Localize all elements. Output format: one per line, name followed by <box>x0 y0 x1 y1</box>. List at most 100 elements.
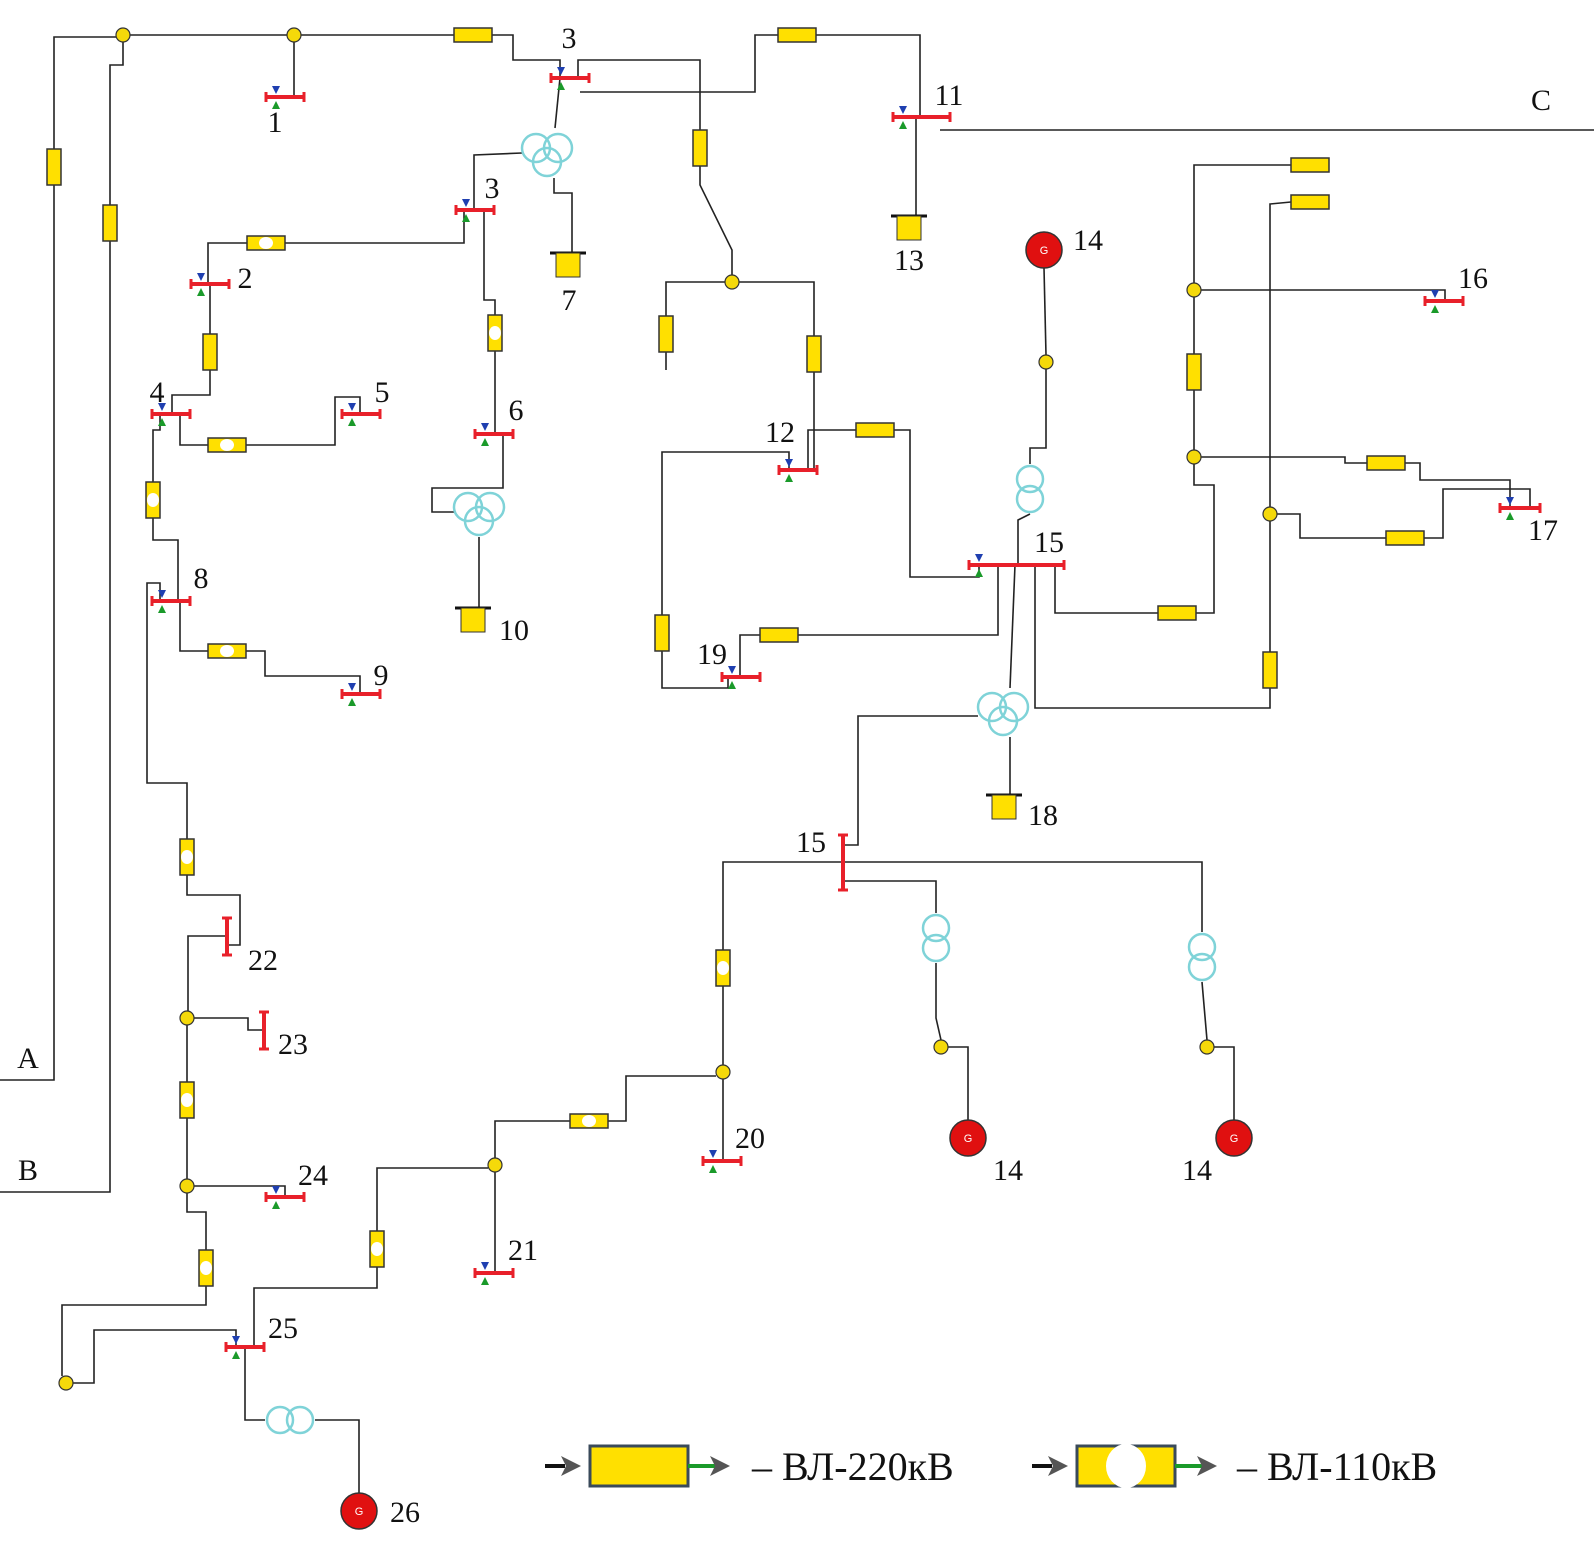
incoming-arrow-icon <box>481 423 489 431</box>
junction-node <box>1262 506 1278 522</box>
wire-line <box>1193 164 1291 283</box>
line-220kv <box>777 27 817 43</box>
legend-input-arrow-icon <box>1048 1456 1068 1476</box>
incoming-arrow-icon <box>158 590 166 598</box>
wire-line <box>1201 456 1367 464</box>
winding <box>921 933 951 963</box>
outgoing-arrow-icon <box>348 698 356 706</box>
outgoing-arrow-icon <box>272 101 280 109</box>
wire-line <box>816 34 921 117</box>
outgoing-arrow-icon <box>709 1165 717 1173</box>
generator-icon <box>949 1119 987 1157</box>
outgoing-arrow-icon <box>481 1277 489 1285</box>
wire-line <box>73 1329 237 1384</box>
node-label: 18 <box>1028 799 1058 832</box>
wire-line <box>473 152 523 210</box>
junction-node <box>1038 354 1054 370</box>
junction-node <box>487 1157 503 1173</box>
outgoing-arrow-icon <box>481 438 489 446</box>
node-label: 26 <box>390 1496 420 1529</box>
junction-node <box>179 1178 195 1194</box>
line-220kv <box>1157 605 1197 621</box>
node-label: 6 <box>509 394 524 427</box>
incoming-arrow-icon <box>709 1150 717 1158</box>
edge-label: B <box>18 1154 38 1187</box>
wire-line <box>1201 981 1208 1041</box>
wire-line <box>665 281 725 316</box>
wire-line <box>608 1075 716 1122</box>
node-label: 5 <box>375 376 390 409</box>
winding <box>265 1405 295 1435</box>
legend-input-arrow-icon <box>561 1456 581 1476</box>
node-label: 14 <box>1073 224 1103 257</box>
load-icon <box>896 215 922 241</box>
winding <box>1015 464 1045 494</box>
wire-line <box>1009 564 1016 689</box>
wire-line <box>948 1046 969 1120</box>
generator-symbol: G <box>1230 1133 1239 1145</box>
node-label: 3 <box>562 22 577 55</box>
incoming-arrow-icon <box>158 403 166 411</box>
wire-line <box>798 565 999 636</box>
line-110kv-marker <box>489 326 501 340</box>
node-label: 22 <box>248 944 278 977</box>
legend-line-box <box>588 1444 690 1488</box>
wire-line <box>179 414 208 446</box>
wire-line <box>807 429 856 470</box>
node-label: 14 <box>993 1154 1023 1187</box>
wire-line <box>246 650 361 694</box>
incoming-arrow-icon <box>272 1186 280 1194</box>
wire-line <box>580 34 778 93</box>
wire-line <box>492 34 561 78</box>
node-label: 8 <box>194 562 209 595</box>
wire-line <box>1214 1046 1235 1120</box>
incoming-arrow-icon <box>1506 497 1514 505</box>
line-220kv <box>806 335 822 373</box>
line-220kv <box>1262 651 1278 689</box>
wire-line <box>0 185 55 1081</box>
line-110kv-marker <box>220 645 234 657</box>
wire-line <box>661 651 729 689</box>
node-label: 4 <box>150 376 165 409</box>
incoming-arrow-icon <box>197 273 205 281</box>
node-label: 23 <box>278 1028 308 1061</box>
wire-line <box>186 1193 207 1250</box>
wire-line <box>661 451 790 615</box>
outgoing-arrow-icon <box>728 681 736 689</box>
wire-line <box>843 715 978 846</box>
load-icon <box>460 607 486 633</box>
wire-line <box>179 601 208 652</box>
outgoing-arrow-icon <box>158 605 166 613</box>
wire-line <box>1029 369 1047 464</box>
incoming-arrow-icon <box>785 459 793 467</box>
wire-line <box>1054 565 1158 614</box>
line-110kv-marker <box>147 493 159 507</box>
wire-line <box>699 166 733 275</box>
node-label: 10 <box>499 614 529 647</box>
wire-line <box>253 1267 378 1347</box>
node-label: 20 <box>735 1122 765 1155</box>
wire-line <box>894 429 980 578</box>
node-label: 11 <box>935 79 964 112</box>
node-label: 19 <box>697 638 727 671</box>
winding <box>1015 484 1045 514</box>
wire-line <box>244 1347 265 1421</box>
wire-line <box>61 1286 207 1376</box>
three-winding-transformer-icon <box>520 132 574 178</box>
incoming-arrow-icon <box>348 403 356 411</box>
junction-node <box>179 1010 195 1026</box>
line-220kv <box>1366 455 1406 471</box>
node-label: 7 <box>562 284 577 317</box>
winding <box>463 505 495 537</box>
line-220kv <box>658 315 674 353</box>
wire-line <box>494 1120 570 1158</box>
line-110kv-marker <box>259 237 273 249</box>
line-220kv <box>46 148 62 186</box>
two-winding-transformer-icon <box>265 1405 315 1435</box>
wire-line <box>194 1017 264 1031</box>
winding <box>987 705 1019 737</box>
incoming-arrow-icon <box>232 1336 240 1344</box>
node-label: 9 <box>374 659 389 692</box>
outgoing-arrow-icon <box>1506 512 1514 520</box>
